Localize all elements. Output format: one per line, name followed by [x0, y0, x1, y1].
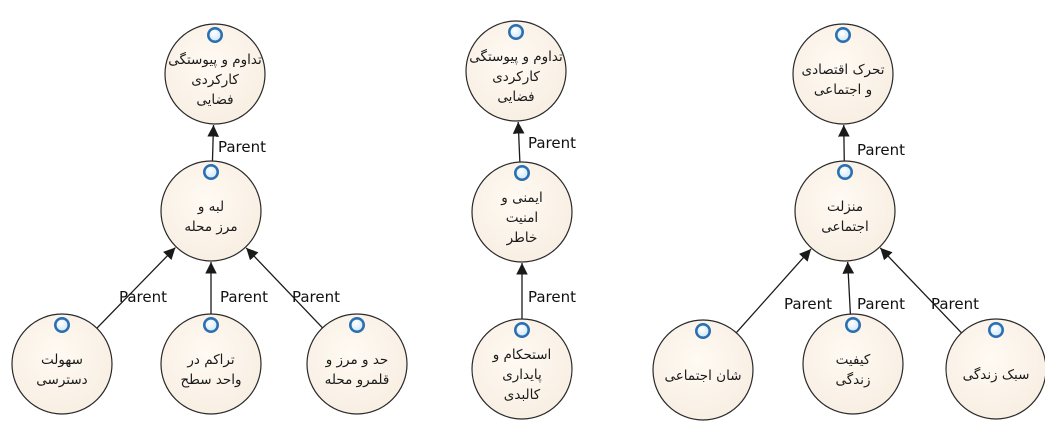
node[interactable]: تراکم در واحد سطح	[160, 313, 262, 415]
node-label-line: قلمرو محله	[325, 372, 390, 388]
edge-arrow	[207, 124, 220, 162]
edge-arrow	[96, 247, 176, 329]
node-label-line: سبک زندگی	[963, 366, 1030, 383]
node-circle	[792, 23, 894, 125]
node-label-line: شان اجتماعی	[664, 368, 741, 384]
node-label-line: ایمنی و	[500, 190, 542, 206]
node-label-line: تحرک اقتصادی	[802, 62, 885, 78]
node-circle	[471, 318, 573, 420]
node-label-line: کیفیت	[836, 352, 871, 368]
node-label-line: استحکام و	[492, 347, 552, 363]
node-circle	[945, 318, 1045, 420]
node-circle	[160, 160, 262, 262]
edge-label: Parent	[784, 295, 832, 313]
node-circle	[11, 313, 113, 415]
connector-knob-icon	[514, 165, 530, 181]
connector-knob-icon	[514, 322, 530, 338]
node-label-line: زندگی	[835, 371, 870, 388]
node-label-line: منزلت	[827, 199, 863, 215]
node-circle	[160, 313, 262, 415]
node-label-line: و اجتماعی	[814, 82, 872, 98]
node-label-line: تداوم و پیوستگی	[469, 48, 563, 65]
node-circle	[306, 313, 408, 415]
connector-knob-icon	[349, 317, 365, 333]
node-circle	[465, 20, 567, 122]
connector-knob-icon	[203, 164, 219, 180]
node-label-line: حد و مرز و	[325, 352, 389, 368]
node-label-line: پایداری	[502, 367, 542, 383]
edge-label: Parent	[857, 295, 905, 313]
node[interactable]: استحکام و پایداری کالبدی	[471, 318, 573, 420]
node[interactable]: ایمنی و امنیت خاطر	[471, 161, 573, 263]
node-label-line: مرز محله	[184, 219, 237, 235]
node-label-line: دسترسی	[36, 372, 87, 388]
node-circle	[652, 319, 754, 421]
node[interactable]: تداوم و پیوستگی کارکردی فضایی	[164, 23, 266, 125]
node[interactable]: کیفیت زندگی	[802, 313, 904, 415]
node-label-line: اجتماعی	[821, 219, 868, 235]
node[interactable]: تداوم و پیوستگی کارکردی فضایی	[465, 20, 567, 122]
connector-knob-icon	[54, 317, 70, 333]
node-label-line: لبه و	[197, 199, 224, 215]
edge-label: Parent	[119, 288, 167, 306]
edge-label: Parent	[931, 295, 979, 313]
edge-arrow	[245, 247, 323, 329]
node-label-line: تراکم در	[186, 352, 234, 368]
node[interactable]: سهولت دسترسی	[11, 313, 113, 415]
node[interactable]: لبه و مرز محله	[160, 160, 262, 262]
node-label-line: خاطر	[506, 230, 538, 246]
edge-label: Parent	[292, 288, 340, 306]
node-circle	[802, 313, 904, 415]
edge-label: Parent	[528, 288, 576, 306]
edge-arrow	[512, 121, 525, 163]
node[interactable]: منزلت اجتماعی	[794, 160, 896, 262]
connector-knob-icon	[207, 27, 223, 43]
edge-arrow	[842, 261, 855, 315]
node[interactable]: سبک زندگی	[945, 318, 1045, 420]
edge-label: Parent	[528, 134, 576, 152]
node-label-line: کارکردی	[492, 69, 540, 85]
connector-knob-icon	[835, 27, 851, 43]
node-circle	[794, 160, 896, 262]
node-circle	[164, 23, 266, 125]
node-label-line: تداوم و پیوستگی	[168, 51, 262, 68]
connector-knob-icon	[837, 164, 853, 180]
node[interactable]: حد و مرز و قلمرو محله	[306, 313, 408, 415]
node-label-line: امنیت	[506, 210, 538, 226]
edge-arrow	[735, 248, 812, 334]
node-label-line: کارکردی	[191, 72, 239, 88]
connector-knob-icon	[203, 317, 219, 333]
connector-knob-icon	[988, 322, 1004, 338]
node-label-line: سهولت	[41, 352, 83, 368]
edge-label: Parent	[857, 141, 905, 159]
node-label-line: فضایی	[497, 89, 534, 105]
node-label-line: واحد سطح	[180, 372, 241, 388]
node[interactable]: تحرک اقتصادی و اجتماعی	[792, 23, 894, 125]
edge-arrow	[838, 124, 850, 162]
connector-knob-icon	[695, 323, 711, 339]
edge-arrow	[879, 247, 962, 334]
node-label-line: کالبدی	[504, 387, 541, 403]
node-circle	[471, 161, 573, 263]
node-label-line: فضایی	[196, 92, 233, 108]
connector-knob-icon	[508, 24, 524, 40]
edge-label: Parent	[220, 288, 268, 306]
connector-knob-icon	[845, 317, 861, 333]
edge-label: Parent	[218, 138, 266, 156]
node[interactable]: شان اجتماعی	[652, 319, 754, 421]
